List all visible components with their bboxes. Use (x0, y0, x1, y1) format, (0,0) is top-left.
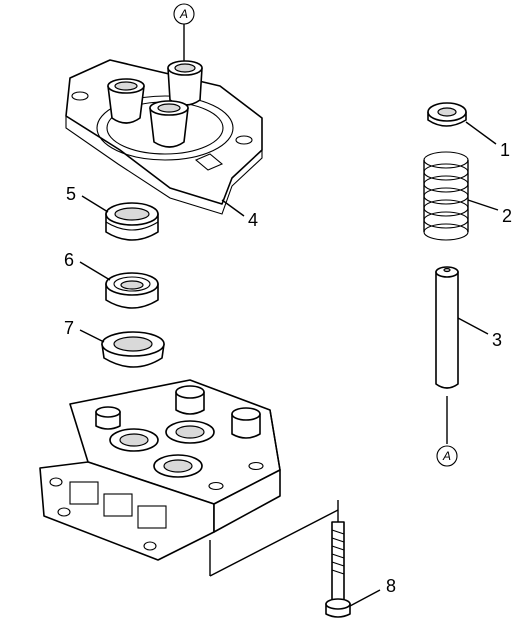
callout-4: 4 (221, 199, 258, 230)
bolt-assembly-line (209, 500, 339, 577)
part-4-valve-plate (65, 59, 263, 215)
callout-8: 8 (349, 576, 396, 607)
part-6-seal (105, 272, 159, 309)
callout-8-label: 8 (386, 576, 396, 596)
callout-1: 1 (465, 121, 510, 160)
reference-marker-top-label: A (179, 7, 188, 21)
part-8-bolt (325, 521, 351, 618)
callout-2-label: 2 (502, 206, 512, 226)
callout-5: 5 (66, 184, 109, 213)
callout-6: 6 (64, 250, 111, 281)
pump-head-housing (39, 379, 281, 561)
part-5-seal (105, 202, 159, 241)
part-2-spring (423, 151, 469, 241)
callout-7-label: 7 (64, 318, 74, 338)
callout-2: 2 (467, 199, 512, 226)
reference-marker-bottom: A (436, 396, 458, 467)
part-7-ring (101, 331, 165, 368)
reference-marker-top: A (173, 3, 195, 66)
callout-7: 7 (64, 318, 105, 343)
callout-3-label: 3 (492, 330, 502, 350)
part-3-piston (435, 266, 459, 389)
callout-5-label: 5 (66, 184, 76, 204)
callout-4-label: 4 (248, 210, 258, 230)
callout-1-label: 1 (500, 140, 510, 160)
callout-6-label: 6 (64, 250, 74, 270)
part-1-nut (427, 102, 467, 127)
reference-marker-bottom-label: A (442, 449, 451, 463)
callout-3: 3 (457, 317, 502, 350)
